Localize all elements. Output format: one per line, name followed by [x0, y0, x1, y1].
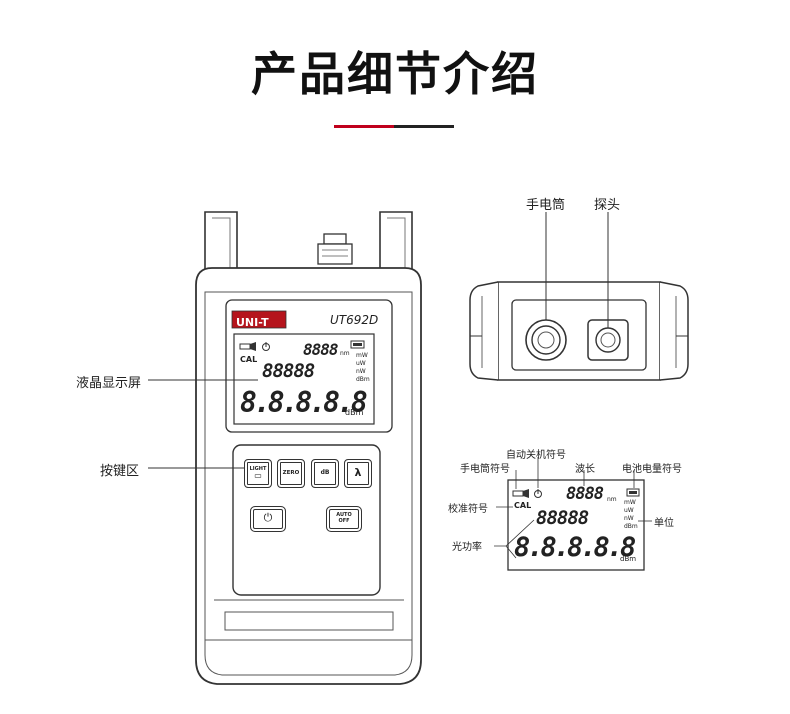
label-auto-off-symbol: 自动关机符号 [506, 450, 566, 461]
lcd-unit-nw: nW [356, 368, 366, 375]
detail-unit-dbm-big: dBm [620, 555, 637, 563]
auto-off-label-2: OFF [338, 518, 350, 524]
lcd-detail-screen [507, 479, 645, 571]
detail-cal: CAL [514, 501, 532, 510]
auto-off-label-1: AUTO [336, 512, 352, 518]
detail-wavelength-digits: 8888 [566, 484, 604, 504]
db-button[interactable]: dB [311, 459, 339, 488]
title-underline-black [394, 125, 454, 128]
lcd-unit-nm: nm [340, 350, 350, 357]
detail-unit-mw: mW [624, 499, 636, 506]
power-button[interactable]: ⏻ [250, 506, 286, 532]
title-underline-red [334, 125, 394, 128]
lcd-unit-mw: mW [356, 352, 368, 359]
detail-power-small-digits: 88888 [536, 507, 589, 529]
label-flashlight-symbol: 手电筒符号 [460, 464, 510, 475]
callout-keypad: 按键区 [100, 464, 140, 479]
power-icon: ⏻ [263, 511, 273, 524]
lcd-power-small-digits: 88888 [262, 360, 315, 382]
wavelength-button[interactable]: λ [344, 459, 372, 488]
lcd-unit-uw: uW [356, 360, 366, 367]
label-battery-symbol: 电池电量符号 [622, 464, 682, 475]
flashlight-icon: ▭ [254, 471, 262, 480]
callout-probe: 探头 [594, 198, 621, 213]
light-button-label: LIGHT [249, 466, 267, 472]
wavelength-button-label: λ [354, 466, 362, 479]
lcd-power-big-digits: 8.8.8.8.8 [240, 386, 368, 419]
page-title: 产品细节介绍 [251, 47, 539, 101]
light-button[interactable]: LIGHT ▭ [244, 459, 272, 488]
lcd-screen [233, 333, 375, 425]
zero-button-label: ZERO [282, 470, 300, 476]
brand-badge [231, 310, 287, 329]
detail-unit-dbm: dBm [624, 523, 638, 530]
auto-off-button[interactable]: AUTO OFF [326, 506, 362, 532]
db-button-label: dB [320, 469, 330, 476]
detail-unit-nm: nm [607, 496, 617, 503]
detail-power-big-digits: 8.8.8.8.8 [514, 532, 636, 563]
brand-logo: UNI-T [236, 316, 269, 329]
lcd-cal: CAL [240, 355, 258, 364]
battery-icon [350, 340, 365, 349]
label-wavelength: 波长 [575, 464, 595, 475]
detail-unit-nw: nW [624, 515, 634, 522]
lcd-unit-dbm-big: dBm [345, 408, 364, 417]
lcd-wavelength-digits: 8888 [303, 340, 339, 359]
callout-flashlight: 手电筒 [526, 198, 566, 213]
callout-lcd-screen: 液晶显示屏 [76, 376, 142, 391]
zero-button[interactable]: ZERO [277, 459, 305, 488]
label-optical-power: 光功率 [452, 542, 482, 553]
lcd-unit-dbm: dBm [356, 376, 370, 383]
model-label: UT692D [330, 313, 379, 327]
label-unit: 单位 [654, 518, 674, 529]
detail-unit-uw: uW [624, 507, 634, 514]
label-cal-symbol: 校准符号 [448, 504, 488, 515]
